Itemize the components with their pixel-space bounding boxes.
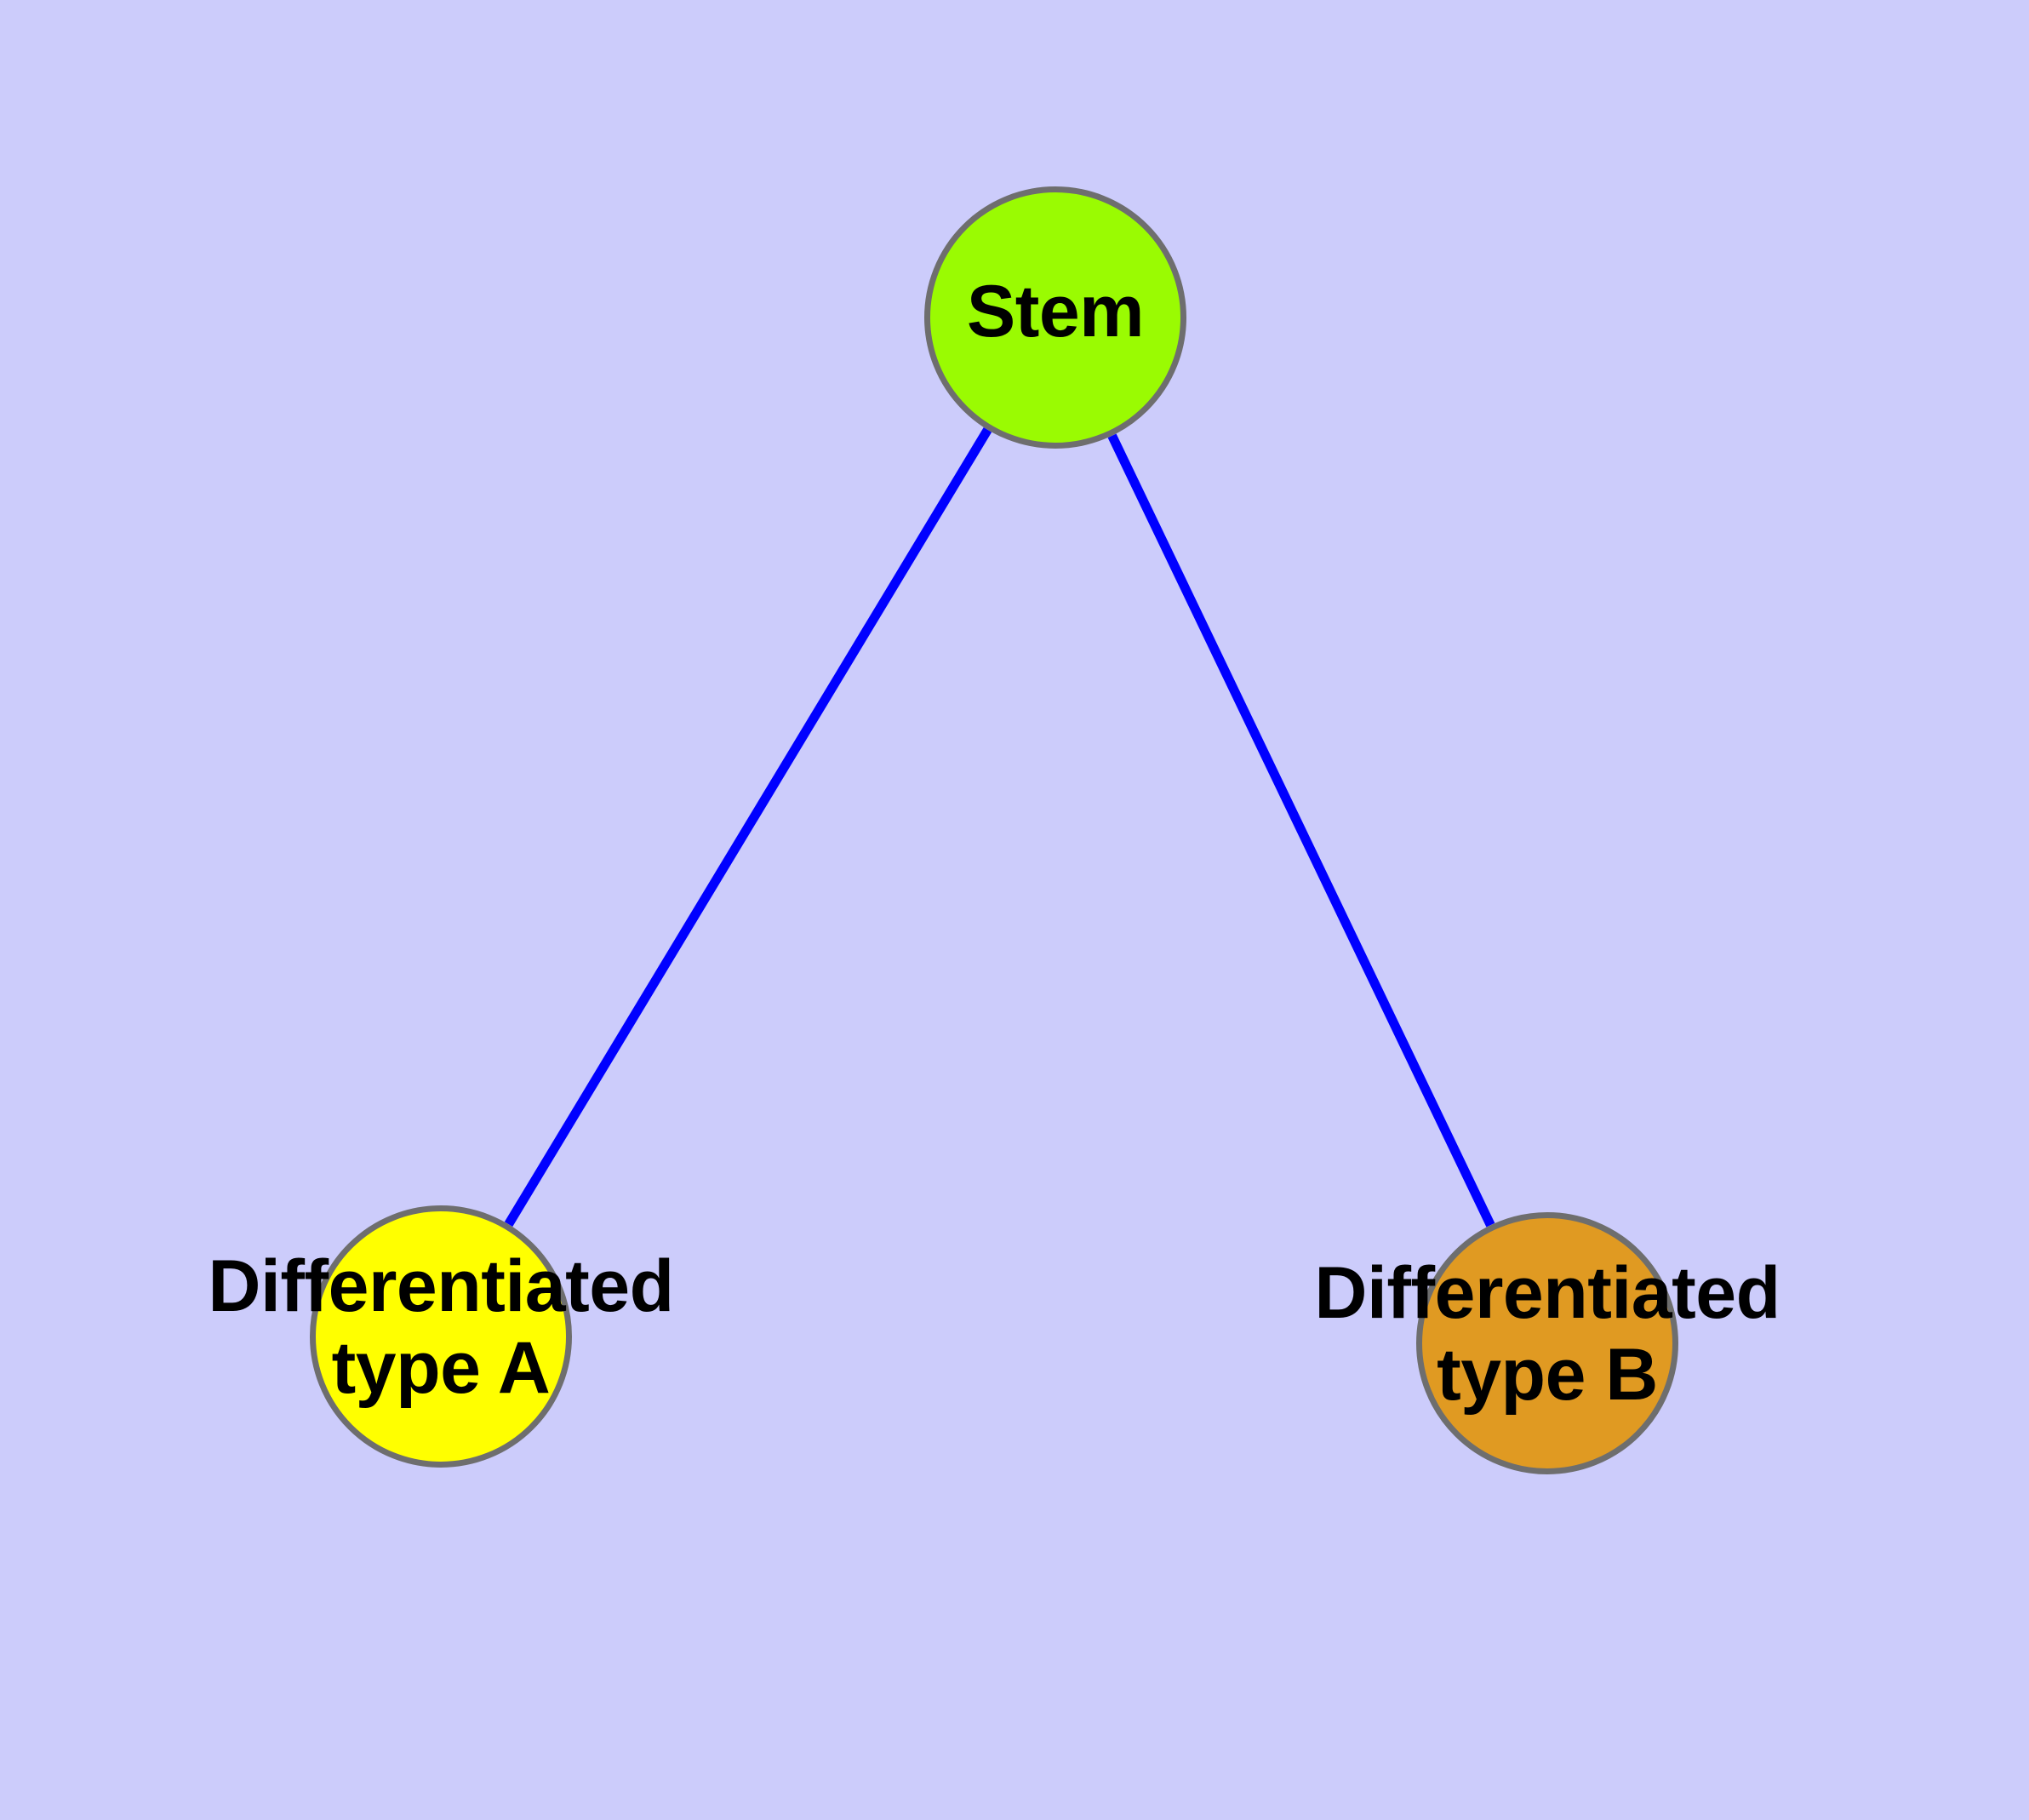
node-differentiated-type-b[interactable] (1416, 1212, 1678, 1474)
node-label-differentiated-type-b: Differentiated type B (1314, 1252, 1780, 1417)
node-differentiated-type-a[interactable] (310, 1205, 572, 1468)
edge-stem-to-differentiated-type-a[interactable] (504, 427, 992, 1227)
node-label-stem: Stem (966, 271, 1145, 352)
edge-stem-to-differentiated-type-b[interactable] (1107, 433, 1495, 1228)
node-label-differentiated-type-a: Differentiated type A (208, 1245, 674, 1410)
node-stem[interactable] (924, 186, 1186, 449)
